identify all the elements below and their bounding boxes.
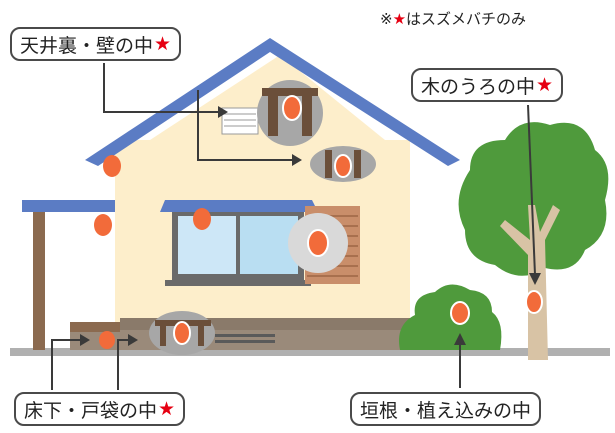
label-tree-hollow-text: 木のうろの中 (421, 75, 536, 98)
label-hedge: 垣根・植え込みの中 (350, 392, 542, 426)
attic-vent (221, 107, 259, 135)
nest-icon (334, 154, 352, 178)
note-text: はスズメバチのみ (406, 10, 527, 28)
hedge (399, 284, 502, 350)
shutter-lens (288, 213, 348, 273)
label-attic-wall: 天井裏・壁の中★ (10, 27, 182, 61)
nest-icon (173, 321, 191, 345)
note-prefix: ※ (380, 10, 393, 28)
attic-lens (257, 80, 323, 146)
nest-icon (450, 301, 470, 325)
star-icon: ★ (536, 74, 554, 96)
legend-note: ※★はスズメバチのみ (380, 8, 526, 29)
star-icon: ★ (158, 398, 176, 420)
pointer-arrows (51, 63, 536, 390)
carport (22, 200, 120, 350)
label-underfloor-text: 床下・戸袋の中 (24, 399, 158, 422)
star-icon: ★ (154, 33, 172, 55)
house (70, 38, 460, 350)
nest-icon (103, 155, 121, 177)
nest-icon (525, 290, 543, 314)
label-tree-hollow: 木のうろの中★ (411, 68, 564, 102)
nest-icon (99, 331, 115, 349)
label-underfloor: 床下・戸袋の中★ (14, 392, 186, 426)
star-icon: ★ (392, 10, 407, 28)
nest-icon (94, 214, 112, 236)
nest-icon (307, 229, 329, 257)
tree (458, 122, 609, 360)
nest-icon (193, 208, 211, 230)
wall-lens (310, 146, 376, 182)
label-hedge-text: 垣根・植え込みの中 (360, 399, 532, 422)
underfloor-lens (149, 311, 215, 355)
label-attic-wall-text: 天井裏・壁の中 (20, 34, 154, 57)
nest-icon (282, 95, 302, 121)
ground-line (10, 348, 610, 356)
